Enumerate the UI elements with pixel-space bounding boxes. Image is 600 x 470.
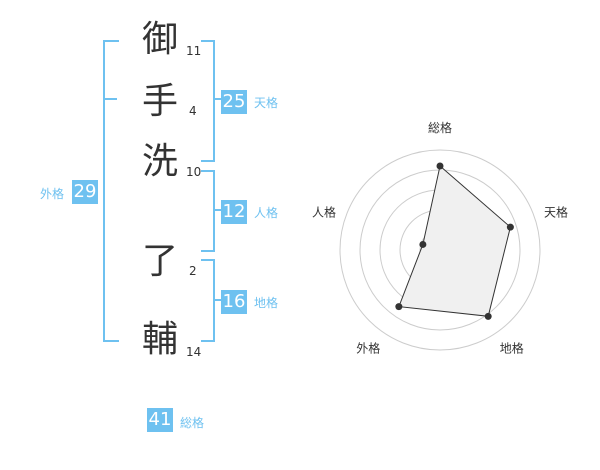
name-char-4: 了	[142, 241, 179, 282]
gaikaku-label: 外格	[40, 187, 65, 201]
radar-axis-label-5: 人格	[312, 204, 336, 219]
chikaku-bracket-tick	[213, 299, 221, 301]
radar-data-area	[398, 165, 511, 317]
jinkaku-label: 人格	[254, 206, 279, 220]
radar-axis-label-1: 総格	[428, 120, 452, 135]
radar-point-2	[506, 223, 514, 231]
name-char-3: 洗	[142, 141, 179, 182]
radar-ring	[339, 149, 541, 351]
radar-axis-label-2: 天格	[544, 204, 568, 219]
radar-axis-label-4: 外格	[356, 341, 380, 356]
jinkaku-bracket-tick	[213, 209, 221, 211]
name-char-5: 輔	[142, 319, 179, 360]
gaikaku-bracket-tick	[103, 98, 117, 100]
stroke-count-1: 11	[186, 44, 202, 58]
radar-point-5	[419, 240, 427, 248]
stroke-count-2: 4	[189, 104, 197, 118]
jinkaku-bracket	[201, 170, 215, 252]
radar-point-1	[436, 162, 444, 170]
jinkaku-value: 12	[221, 200, 247, 224]
radar-axis-label-3: 地格	[500, 341, 524, 356]
stroke-count-3: 10	[186, 165, 202, 179]
name-char-2: 手	[142, 81, 179, 122]
stroke-count-5: 14	[186, 345, 202, 359]
radar-point-3	[484, 312, 492, 320]
tenkaku-bracket-tick	[213, 98, 221, 100]
tenkaku-value: 25	[221, 90, 247, 114]
name-char-1: 御	[142, 19, 179, 60]
radar-point-4	[395, 303, 403, 311]
gaikaku-bracket	[103, 40, 119, 342]
chikaku-value: 16	[221, 290, 247, 314]
tenkaku-label: 天格	[254, 96, 279, 110]
soukaku-value: 41	[147, 408, 173, 432]
stroke-count-4: 2	[189, 264, 197, 278]
chikaku-label: 地格	[254, 296, 279, 310]
soukaku-label: 総格	[180, 416, 205, 430]
tenkaku-bracket	[201, 40, 215, 162]
gaikaku-value: 29	[72, 180, 98, 204]
